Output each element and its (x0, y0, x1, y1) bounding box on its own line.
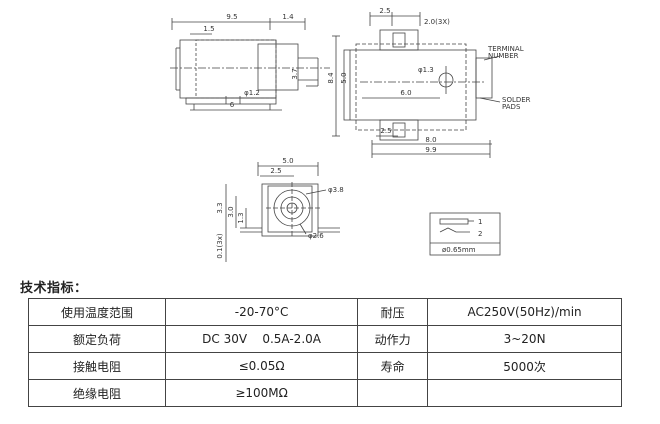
spec-table: 使用温度范围 -20-70°C 耐压 AC250V(50Hz)/min 额定负荷… (27, 298, 622, 407)
top-view (332, 12, 501, 158)
spec-label: 接触电阻 (27, 352, 167, 380)
dim-9-5: 9.5 (226, 13, 237, 21)
dim-2-5-bottom: 2.5 (380, 127, 391, 135)
table-row: 使用温度范围 -20-70°C 耐压 AC250V(50Hz)/min (27, 298, 622, 326)
spec-label: 动作力 (357, 325, 429, 353)
spec-value (427, 379, 622, 407)
technical-drawing: 9.5 1.4 1.5 6 φ1.2 3.7 2.5 2.0(3X) TERMI… (170, 7, 531, 262)
spec-label: 使用温度范围 (27, 298, 167, 326)
spec-label: 额定负荷 (27, 325, 167, 353)
dim-phi-2-6: φ2.6 (308, 232, 324, 240)
dim-0-1-3x: 0.1(3x) (216, 233, 224, 258)
dim-2-0-3x: 2.0(3X) (424, 18, 450, 26)
dim-phi-3-8: φ3.8 (328, 186, 344, 194)
dim-2-5-top: 2.5 (379, 7, 390, 15)
side-view (170, 18, 330, 111)
pin-diameter: ø0.65mm (442, 246, 476, 254)
table-row: 绝缘电阻 ≥100MΩ (27, 379, 622, 407)
dim-1-5: 1.5 (203, 25, 214, 33)
spec-label: 寿命 (357, 352, 429, 380)
label-number: NUMBER (488, 52, 519, 60)
dim-1-3-front: 1.3 (237, 212, 245, 223)
table-row: 接触电阻 ≤0.05Ω 寿命 5000次 (27, 352, 622, 380)
label-terminal: TERMINAL (487, 45, 524, 53)
dim-9-9: 9.9 (425, 146, 436, 154)
pin-1-label: 1 (478, 218, 482, 226)
spec-value: ≥100MΩ (165, 379, 359, 407)
spec-label (357, 379, 429, 407)
dim-3-7: 3.7 (291, 68, 299, 79)
spec-label: 绝缘电阻 (27, 379, 167, 407)
dim-phi-1-3: φ1.3 (418, 66, 434, 74)
dim-8-4: 8.4 (327, 72, 335, 84)
dim-6: 6 (230, 101, 235, 109)
spec-value: 3~20N (427, 325, 622, 353)
dim-6-0: 6.0 (400, 89, 411, 97)
spec-value: 5000次 (427, 352, 622, 380)
label-pads: PADS (502, 103, 521, 111)
label-solder: SOLDER (502, 96, 531, 104)
dim-1-4: 1.4 (282, 13, 294, 21)
spec-value: -20-70°C (165, 298, 359, 326)
pin-2-label: 2 (478, 230, 482, 238)
spec-value: ≤0.05Ω (165, 352, 359, 380)
dim-5-0: 5.0 (340, 72, 348, 83)
dim-3-0: 3.0 (227, 206, 235, 217)
spec-label: 耐压 (357, 298, 429, 326)
dim-3-3: 3.3 (216, 202, 224, 213)
dim-phi-1-2: φ1.2 (244, 89, 260, 97)
dim-5-0-front: 5.0 (282, 157, 293, 165)
table-row: 额定负荷 DC 30V 0.5A-2.0A 动作力 3~20N (27, 325, 622, 353)
spec-title: 技术指标： (20, 281, 88, 296)
dim-8-0: 8.0 (425, 136, 436, 144)
spec-value: AC250V(50Hz)/min (427, 298, 622, 326)
spec-value: DC 30V 0.5A-2.0A (165, 325, 359, 353)
terminal-symbol (429, 212, 501, 256)
front-view (225, 162, 340, 262)
dim-2-5-front: 2.5 (270, 167, 281, 175)
